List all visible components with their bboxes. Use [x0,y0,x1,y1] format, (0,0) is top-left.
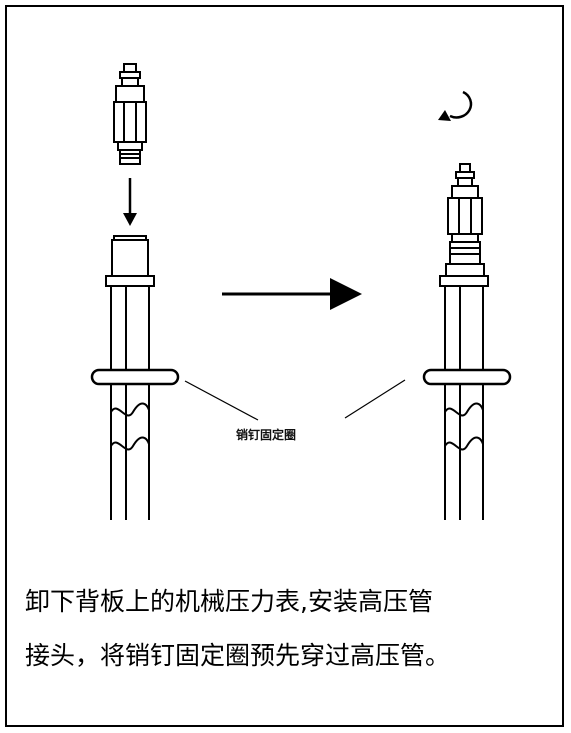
instruction-caption: 卸下背板上的机械压力表,安装高压管 接头，将销钉固定圈预先穿过高压管。 [25,575,555,683]
caption-line-1: 卸下背板上的机械压力表,安装高压管 [25,587,433,616]
right-arrow-icon [222,278,362,310]
right-pipe [439,263,489,520]
left-pin-ring [90,368,180,386]
callout-leader-lines [184,379,406,421]
instruction-frame [5,5,564,727]
left-fitting [113,63,147,165]
right-fitting [447,163,483,265]
caption-line-2: 接头，将销钉固定圈预先穿过高压管。 [25,641,451,670]
down-arrow-icon [123,178,137,226]
right-pin-ring [422,368,512,386]
pin-ring-callout-label: 销钉固定圈 [236,428,297,442]
left-pipe [105,235,155,520]
rotate-icon [438,90,473,121]
